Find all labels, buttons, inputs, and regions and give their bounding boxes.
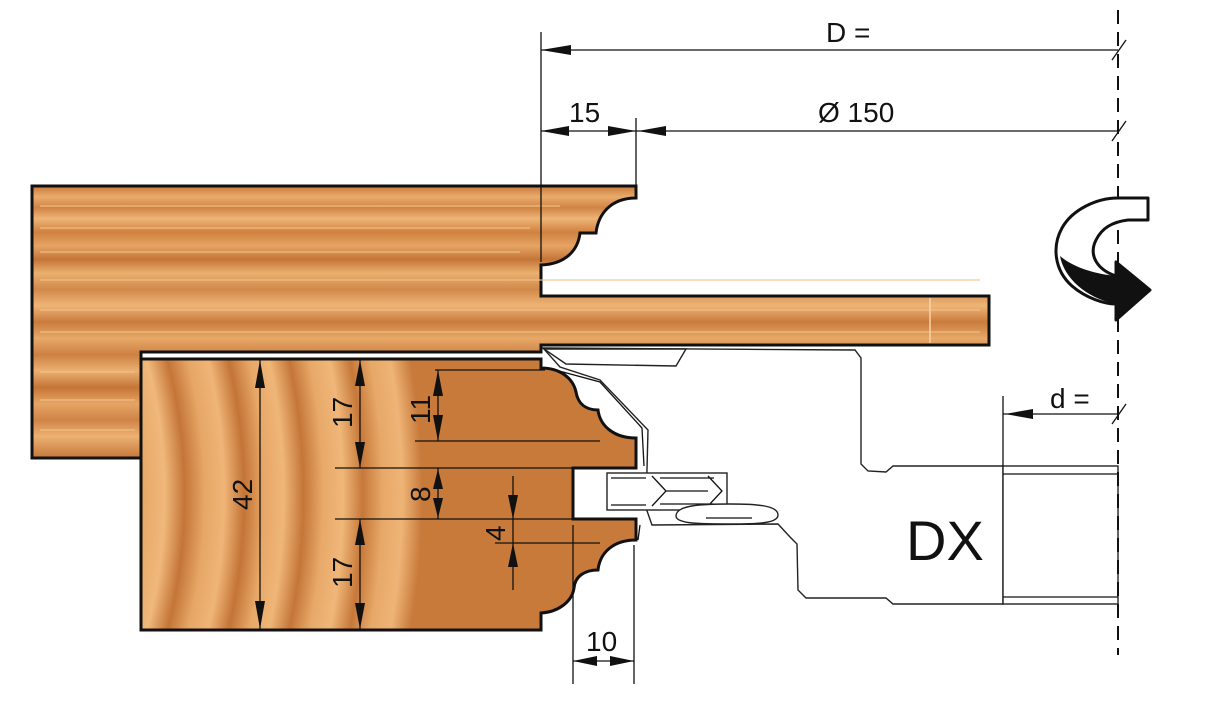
d-bore-label: d = (1050, 383, 1090, 414)
rotation-direction-label: DX (906, 509, 984, 572)
width-15-label: 15 (569, 97, 600, 128)
dim-17-top-arrow-bottom (355, 442, 365, 468)
dim-17-bottom-arrow-bottom (355, 603, 365, 629)
d-bore-tick (1111, 403, 1127, 425)
dim-4-label: 4 (480, 525, 511, 541)
dim-8-arrow-bottom (433, 498, 443, 518)
lower-profile-knife (637, 524, 641, 541)
dim-4-arrow-top (508, 495, 518, 519)
dim-10-label: 10 (586, 626, 617, 657)
d-bore-arrow (1005, 409, 1033, 419)
cutter-collar (1002, 465, 1119, 605)
upper-board-grain (40, 205, 980, 431)
cutter-body (541, 347, 1004, 605)
dim-17-top-label: 17 (327, 397, 358, 428)
diameter-arrow (638, 126, 666, 136)
dim-17-bottom-arrow-top (355, 519, 365, 545)
dim-11-label: 11 (405, 395, 436, 424)
width-15-arrow-left (541, 126, 569, 136)
rotation-arrow-icon (1054, 196, 1152, 322)
dim-10-arrow-left (573, 656, 597, 666)
lower-board (139, 357, 638, 632)
dim-42-arrow-top (255, 360, 265, 388)
d-outer-label: D = (826, 17, 870, 48)
dim-11-arrow-top (433, 370, 443, 396)
dim-4-arrow-bottom (508, 543, 518, 567)
dim-17-top-arrow-top (355, 360, 365, 386)
dim-10-arrow-right (610, 656, 634, 666)
clamping-screw (675, 503, 779, 525)
diameter-tick (1111, 120, 1127, 142)
dim-42-arrow-bottom (255, 601, 265, 629)
d-outer-tick (1111, 39, 1127, 61)
upper-knife (541, 348, 688, 367)
dim-8-label: 8 (405, 486, 436, 502)
width-15-arrow-right (608, 126, 636, 136)
dim-42-label: 42 (227, 479, 258, 510)
dim-17-bottom-label: 17 (327, 557, 358, 588)
diameter-label: Ø 150 (818, 97, 894, 128)
dim-8-arrow-top (433, 469, 443, 489)
groove-knife-detail (611, 475, 723, 507)
d-outer-arrow (541, 45, 571, 55)
dim-11-arrow-bottom (433, 415, 443, 441)
upper-board (30, 184, 991, 460)
upper-profile-knife (547, 367, 645, 467)
